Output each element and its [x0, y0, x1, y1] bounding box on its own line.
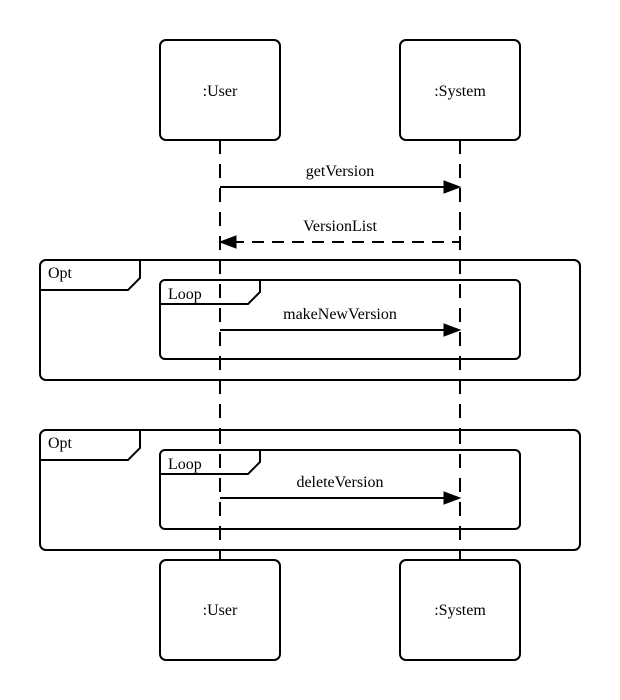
fragment-loop-1-operator: Loop: [168, 286, 202, 303]
message-make-new-version-arrowhead: [443, 323, 462, 337]
participant-system-top: :System: [399, 39, 521, 141]
participant-system-top-label: :System: [434, 83, 486, 100]
fragment-opt-1-operator: Opt: [48, 265, 73, 282]
fragment-opt-2: Opt Loop: [39, 429, 581, 551]
message-version-list-arrowhead: [218, 235, 237, 249]
fragment-loop-1-tab: [160, 280, 261, 305]
message-delete-version-label: deleteVersion: [296, 474, 383, 491]
message-version-list: VersionList: [218, 218, 461, 249]
participant-user-bottom: :User: [159, 559, 281, 661]
fragment-loop-1: Loop: [159, 279, 521, 360]
message-make-new-version-label: makeNewVersion: [283, 306, 397, 323]
participant-system-bottom: :System: [399, 559, 521, 661]
message-version-list-label: VersionList: [303, 218, 377, 235]
fragment-loop-2-operator: Loop: [168, 456, 202, 473]
message-delete-version-arrowhead: [443, 491, 462, 505]
message-make-new-version: makeNewVersion: [220, 306, 462, 337]
fragment-opt-1: Opt Loop: [39, 259, 581, 381]
message-get-version-label: getVersion: [306, 163, 374, 180]
fragment-opt-2-tab: [40, 430, 141, 461]
participant-user-top-label: :User: [203, 83, 238, 100]
message-version-list-line: [234, 218, 461, 243]
participant-user-top: :User: [159, 39, 281, 141]
message-get-version-arrowhead: [443, 180, 462, 194]
fragment-opt-1-tab: [40, 260, 141, 291]
fragment-loop-2: Loop: [159, 449, 521, 530]
participant-user-bottom-label: :User: [203, 602, 238, 619]
message-delete-version: deleteVersion: [220, 474, 462, 505]
participant-system-bottom-label: :System: [434, 602, 486, 619]
fragment-loop-2-tab: [160, 450, 261, 475]
fragment-opt-2-operator: Opt: [48, 435, 73, 452]
message-get-version: getVersion: [220, 163, 462, 194]
